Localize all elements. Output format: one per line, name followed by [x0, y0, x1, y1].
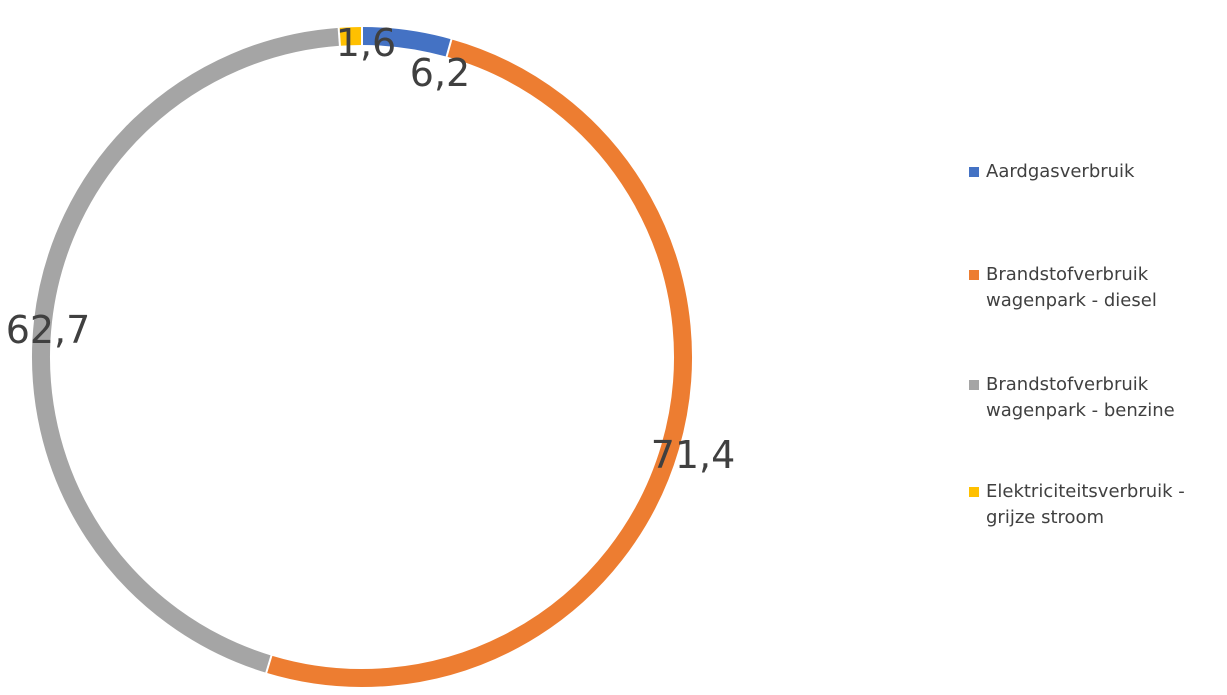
legend-label-benzine: Brandstofverbruik wagenpark - benzine [986, 374, 1175, 421]
slice-diesel [266, 39, 693, 687]
legend-item-elektriciteit: Elektriciteitsverbruik - grijze stroom [969, 479, 1185, 531]
legend-item-diesel: Brandstofverbruik wagenpark - diesel [969, 262, 1157, 314]
slice-separator [445, 38, 453, 58]
legend-swatch-elektriciteit [969, 487, 979, 497]
doughnut-chart: 6,2 71,4 62,7 1,6 [6, 21, 736, 687]
data-label-elektriciteit: 1,6 [336, 21, 396, 65]
legend-label-elektriciteit: Elektriciteitsverbruik - grijze stroom [986, 481, 1185, 528]
data-label-diesel: 71,4 [651, 433, 736, 477]
slice-benzine [32, 27, 340, 673]
legend-item-benzine: Brandstofverbruik wagenpark - benzine [969, 372, 1175, 424]
legend-swatch-aardgas [969, 167, 979, 177]
legend-label-aardgas: Aardgasverbruik [986, 161, 1135, 182]
data-label-benzine: 62,7 [6, 308, 91, 352]
data-label-aardgas: 6,2 [410, 51, 470, 95]
legend-item-aardgas: Aardgasverbruik [969, 159, 1134, 185]
legend-swatch-benzine [969, 380, 979, 390]
slice-separator [337, 26, 341, 47]
slice-aardgas [361, 27, 452, 57]
legend-swatch-diesel [969, 270, 979, 280]
doughnut-slices [32, 26, 693, 687]
slice-separator [264, 654, 273, 675]
doughnut-data-labels: 6,2 71,4 62,7 1,6 [6, 21, 736, 477]
legend-label-diesel: Brandstofverbruik wagenpark - diesel [986, 264, 1157, 311]
